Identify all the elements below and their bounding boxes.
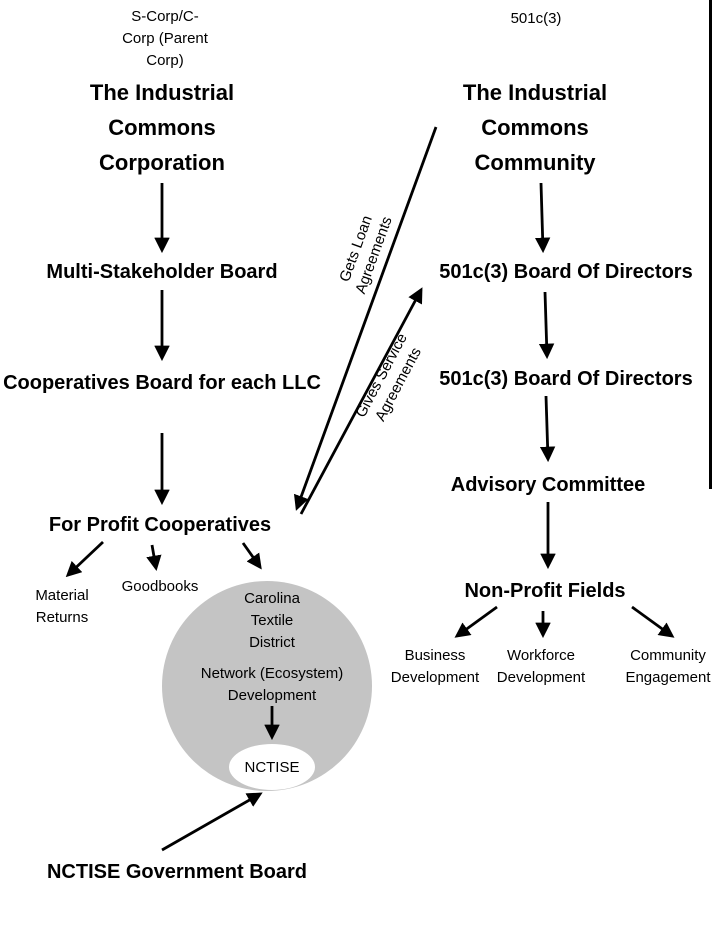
link-label-gives-service-agreements: Gives Service Agreements [352, 330, 425, 425]
node-workforce-development: Workforce Development [496, 647, 586, 686]
node-multi-stakeholder-board: Multi-Stakeholder Board [46, 261, 278, 283]
node-cooperatives-board: Cooperatives Board for each LLC [3, 372, 321, 394]
arrow-to-textile-district [241, 542, 262, 570]
node-advisory-committee: Advisory Committee [450, 474, 646, 496]
arrow-directors1-to-directors2 [538, 291, 555, 360]
right-column-header: 501c(3) [510, 10, 562, 27]
node-goodbooks: Goodbooks [121, 578, 199, 595]
node-carolina-textile-district: Carolina Textile District [244, 590, 300, 651]
node-for-profit-cooperatives: For Profit Cooperatives [48, 514, 272, 536]
node-board-of-directors-1: 501c(3) Board Of Directors [439, 261, 693, 283]
link-label-gets-loan-agreements: Gets Loan Agreements [336, 213, 396, 297]
arrow-community-to-directors1 [534, 182, 551, 254]
node-business-development: Business Development [390, 647, 480, 686]
nctise-ellipse: NCTISE [229, 744, 315, 790]
arrow-govboard-to-nctise [161, 792, 263, 852]
node-community-engagement: Community Engagement [625, 647, 711, 686]
arrow-gets-loan-agreements [293, 126, 438, 511]
node-non-profit-fields: Non-Profit Fields [464, 580, 626, 602]
left-title: The Industrial Commons Corporation [89, 80, 235, 175]
node-board-of-directors-2: 501c(3) Board Of Directors [439, 368, 693, 390]
right-title: The Industrial Commons Community [462, 80, 608, 175]
node-material-returns: Material Returns [35, 587, 89, 626]
node-nctise-government-board: NCTISE Government Board [46, 861, 308, 883]
node-network-development: Network (Ecosystem) Development [200, 665, 344, 704]
nctise-label: NCTISE [244, 758, 300, 776]
left-column-header: S-Corp/C-Corp (Parent Corp) [122, 8, 208, 69]
arrow-to-community-engagement [631, 605, 675, 638]
arrow-to-material-returns [65, 540, 104, 578]
arrow-to-business-development [454, 605, 498, 638]
arrow-directors2-to-advisory [539, 395, 556, 463]
arrow-to-goodbooks [146, 544, 162, 572]
